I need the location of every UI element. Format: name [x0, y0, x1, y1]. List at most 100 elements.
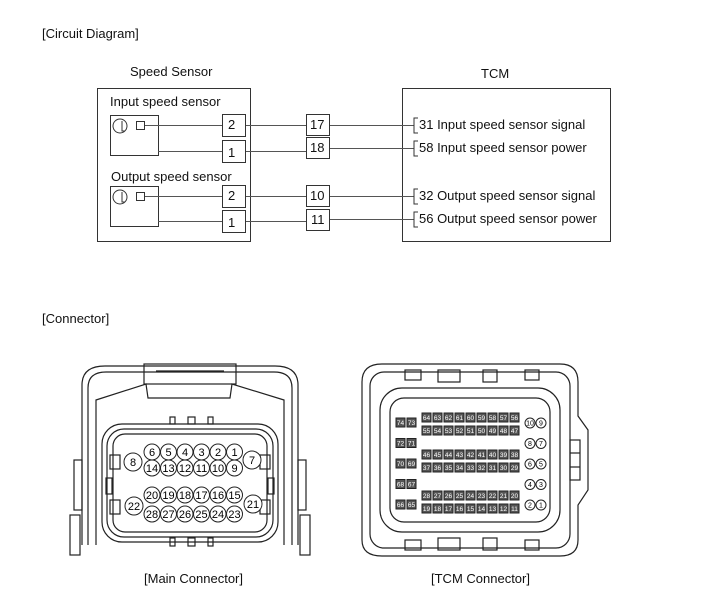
pin-label: 49: [489, 428, 497, 435]
pin-69: [406, 458, 417, 469]
pin-label: 1: [539, 503, 543, 510]
pin-label: 9: [231, 463, 237, 475]
tcm-title: TCM: [481, 66, 510, 81]
pin-label: 65: [408, 502, 416, 509]
pin-label: 66: [397, 502, 405, 509]
pin-73: [406, 417, 417, 428]
pin-label: 25: [195, 509, 207, 521]
pin-label: 15: [228, 490, 240, 502]
pin-label: 67: [408, 482, 416, 489]
pin-label: 53: [445, 428, 453, 435]
pin-68: [395, 479, 406, 489]
pin-label: 24: [212, 509, 224, 521]
pin-52: [454, 425, 465, 436]
pin-56: [509, 412, 520, 423]
pin-22: [487, 490, 498, 501]
pin-label: 4: [528, 482, 532, 489]
pin-label: 21: [247, 499, 259, 511]
pin-label: 18: [434, 506, 442, 513]
pin-8: [524, 438, 536, 449]
pin-label: 3: [198, 447, 204, 459]
connector-title: [Connector]: [42, 311, 110, 326]
pin-43: [454, 449, 465, 460]
pin-label: 52: [456, 428, 464, 435]
output-sensor-element: [110, 186, 159, 227]
pin-label: 26: [445, 493, 453, 500]
pin-72: [395, 438, 406, 448]
pin-label: 16: [212, 490, 224, 502]
pin-label: 63: [434, 415, 442, 422]
pin-22: [124, 496, 144, 516]
speed-sensor-box: [97, 88, 251, 242]
pin-label: 37: [423, 465, 431, 472]
pin-2: [524, 499, 536, 511]
pin-9: [535, 417, 547, 429]
pin-label: 30: [500, 465, 508, 472]
pin-46: [421, 449, 432, 460]
tcm-box: [402, 88, 611, 242]
pin-74: [395, 417, 406, 428]
pin-label: 13: [489, 506, 497, 513]
pin-71: [406, 438, 417, 448]
pin-33: [465, 462, 476, 473]
pin-label: 12: [179, 463, 191, 475]
pin-label: 72: [397, 441, 405, 448]
pin-label: 47: [511, 428, 519, 435]
pin-label: 69: [408, 461, 416, 468]
pin-label: 41: [478, 452, 486, 459]
harness-pin-18: 18: [310, 140, 325, 155]
pin-label: 10: [212, 463, 224, 475]
tcm-connector-housing: [361, 363, 589, 557]
pin-39: [498, 449, 509, 460]
pin-label: 7: [249, 455, 255, 467]
pin-20: [509, 490, 520, 501]
input-sensor-label: Input speed sensor: [110, 94, 221, 109]
pin-13: [487, 503, 498, 514]
input-sensor-element: [110, 115, 159, 156]
pin-label: 6: [149, 447, 155, 459]
pin-label: 48: [500, 428, 508, 435]
pin-26: [443, 490, 454, 501]
pin-label: 8: [528, 441, 532, 448]
pin-44: [443, 449, 454, 460]
pin-label: 27: [434, 493, 442, 500]
output-sensor-pin-1: 1: [228, 215, 236, 230]
pin-label: 59: [478, 415, 486, 422]
pin-label: 27: [162, 509, 174, 521]
circuit-diagram-title: [Circuit Diagram]: [42, 26, 139, 41]
tcm-connector-caption: [TCM Connector]: [431, 571, 530, 586]
pin-label: 12: [500, 506, 508, 513]
pin-9: [226, 459, 243, 477]
pin-32: [476, 462, 487, 473]
pin-4: [524, 479, 536, 490]
pin-label: 54: [434, 428, 442, 435]
pin-label: 74: [397, 420, 405, 427]
pin-18: [432, 503, 443, 514]
pin-8: [123, 452, 143, 472]
pin-label: 64: [423, 415, 431, 422]
pin-label: 2: [215, 447, 221, 459]
wires: [145, 125, 414, 222]
sensor-pin-boxes: [222, 114, 246, 233]
pin-label: 71: [408, 441, 416, 448]
pin-66: [395, 499, 406, 510]
pin-label: 19: [162, 490, 174, 502]
tcm-terminal-31: 31 Input speed sensor signal: [419, 117, 586, 132]
pin-label: 10: [526, 421, 534, 428]
pin-7: [242, 450, 262, 470]
pin-7: [535, 438, 547, 449]
pin-42: [465, 449, 476, 460]
pin-label: 23: [478, 493, 486, 500]
output-sensor-pin-2: 2: [228, 188, 236, 203]
pin-label: 42: [467, 452, 475, 459]
pin-label: 11: [196, 463, 207, 475]
pin-61: [454, 412, 465, 423]
pin-label: 45: [434, 452, 442, 459]
pin-label: 5: [165, 447, 171, 459]
output-sensor-label: Output speed sensor: [111, 169, 232, 184]
pin-11: [509, 503, 520, 514]
pin-label: 68: [397, 482, 405, 489]
sensor-coil-icon: [112, 118, 128, 134]
pin-60: [465, 412, 476, 423]
